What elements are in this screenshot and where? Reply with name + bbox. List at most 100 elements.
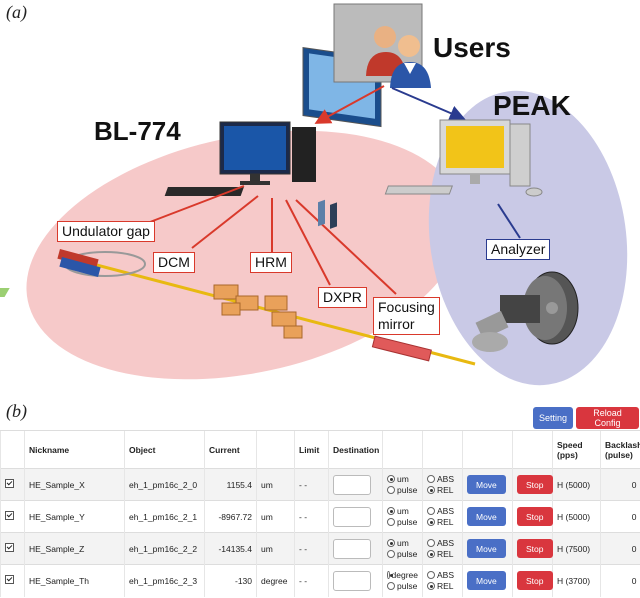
limit-cell: - - [294, 532, 329, 565]
panel-b-label: (b) [6, 401, 27, 421]
move-button[interactable]: Move [467, 539, 506, 558]
radio-icon [427, 486, 435, 494]
speed-cell: H (7500) [552, 532, 601, 565]
move-button[interactable]: Move [467, 475, 506, 494]
pulse-radio-label: pulse [397, 548, 418, 559]
header-nickname: Nickname [24, 430, 125, 469]
degree-radio-option[interactable]: degree [387, 570, 418, 581]
mode-cell: ABS REL [422, 468, 463, 501]
unit-radio-option[interactable]: um [387, 506, 418, 517]
abs-radio-option[interactable]: ABS [427, 474, 458, 485]
header-backlash-2: (pulse) [605, 449, 633, 460]
rel-radio-label: REL [437, 548, 454, 559]
stop-button[interactable]: Stop [517, 507, 553, 526]
destination-cell [328, 468, 383, 501]
limit-cell: - - [294, 564, 329, 597]
setting-button[interactable]: Setting [533, 407, 573, 429]
current-cell: 1155.4 [204, 468, 257, 501]
rel-radio-label: REL [437, 484, 454, 495]
focusing-mirror-label-line1: Focusing [378, 299, 435, 315]
row-checkbox[interactable] [5, 479, 14, 488]
dest-unit-cell: um pulse [382, 532, 423, 565]
object-cell: eh_1_pm16c_2_2 [124, 532, 205, 565]
move-button[interactable]: Move [467, 507, 506, 526]
speed-cell: H (5000) [552, 500, 601, 533]
rel-radio-option[interactable]: REL [427, 581, 458, 592]
dest-unit-cell: um pulse [382, 468, 423, 501]
speed-cell: H (5000) [552, 468, 601, 501]
abs-radio-label: ABS [437, 505, 455, 516]
move-cell: Move [462, 500, 513, 533]
header-stop [512, 430, 553, 469]
header-speed-1: Speed [557, 439, 583, 450]
radio-icon [387, 475, 395, 483]
peak-computer-icon [384, 119, 543, 197]
radio-icon [427, 475, 435, 483]
beamline-ellipse [26, 130, 464, 380]
table-row: HE_Sample_X eh_1_pm16c_2_0 1155.4 um - -… [0, 468, 640, 501]
destination-input[interactable] [333, 570, 371, 591]
header-select [0, 430, 25, 469]
rel-radio-option[interactable]: REL [427, 549, 458, 560]
pulse-radio-label: pulse [397, 484, 418, 495]
unit-radio-label: um [397, 505, 409, 516]
nickname-cell: HE_Sample_Z [24, 532, 125, 565]
row-checkbox[interactable] [5, 511, 14, 520]
dxpr-icon [318, 199, 337, 229]
stop-button[interactable]: Stop [517, 571, 553, 591]
header-unit [256, 430, 295, 469]
row-checkbox-cell [0, 468, 25, 501]
focusing-mirror-label: Focusing mirror [373, 297, 440, 335]
header-object: Object [124, 430, 205, 469]
pulse-radio-option[interactable]: pulse [387, 485, 418, 496]
radio-icon [387, 550, 395, 558]
focusing-mirror-icon [371, 335, 432, 362]
pulse-radio-option[interactable]: pulse [387, 581, 418, 592]
rel-radio-option[interactable]: REL [427, 517, 458, 528]
current-cell: -130 [204, 564, 257, 597]
radio-icon [387, 486, 395, 494]
dest-unit-cell: um pulse [382, 500, 423, 533]
table-row: HE_Sample_Z eh_1_pm16c_2_2 -14135.4 um -… [0, 532, 640, 565]
unit-radio-option[interactable]: um [387, 474, 418, 485]
reload-config-button[interactable]: Reload Config [576, 407, 639, 429]
destination-input[interactable] [333, 474, 371, 495]
abs-radio-option[interactable]: ABS [427, 570, 458, 581]
current-cell: -14135.4 [204, 532, 257, 565]
header-backlash-1: Backlash [605, 439, 640, 450]
move-button[interactable]: Move [467, 571, 506, 591]
pulse-radio-label: pulse [397, 516, 418, 527]
dxpr-label: DXPR [318, 287, 367, 308]
abs-radio-option[interactable]: ABS [427, 506, 458, 517]
radio-icon [427, 507, 435, 515]
radio-icon [427, 571, 435, 580]
row-checkbox-cell [0, 564, 25, 597]
pulse-radio-option[interactable]: pulse [387, 549, 418, 560]
row-checkbox[interactable] [5, 575, 14, 585]
unit-radio-label: um [397, 473, 409, 484]
radio-icon [427, 550, 435, 558]
destination-input[interactable] [333, 538, 371, 559]
radio-icon [427, 582, 435, 591]
pulse-radio-option[interactable]: pulse [387, 517, 418, 528]
radio-icon [387, 507, 395, 515]
object-cell: eh_1_pm16c_2_0 [124, 468, 205, 501]
hrm-label: HRM [250, 252, 292, 273]
row-checkbox[interactable] [5, 543, 14, 552]
abs-radio-option[interactable]: ABS [427, 538, 458, 549]
degree-radio-label: degree [391, 569, 418, 580]
stop-button[interactable]: Stop [517, 475, 553, 494]
radio-icon [387, 571, 392, 580]
unit-cell: um [256, 500, 295, 533]
unit-cell: um [256, 468, 295, 501]
nickname-cell: HE_Sample_X [24, 468, 125, 501]
rel-radio-option[interactable]: REL [427, 485, 458, 496]
unit-radio-option[interactable]: um [387, 538, 418, 549]
destination-input[interactable] [333, 506, 371, 527]
header-destination: Destination [328, 430, 383, 469]
header-backlash: Backlash(pulse) [600, 430, 640, 469]
users-label: Users [433, 32, 511, 63]
stop-button[interactable]: Stop [517, 539, 553, 558]
speed-cell: H (3700) [552, 564, 601, 597]
radio-icon [427, 539, 435, 547]
